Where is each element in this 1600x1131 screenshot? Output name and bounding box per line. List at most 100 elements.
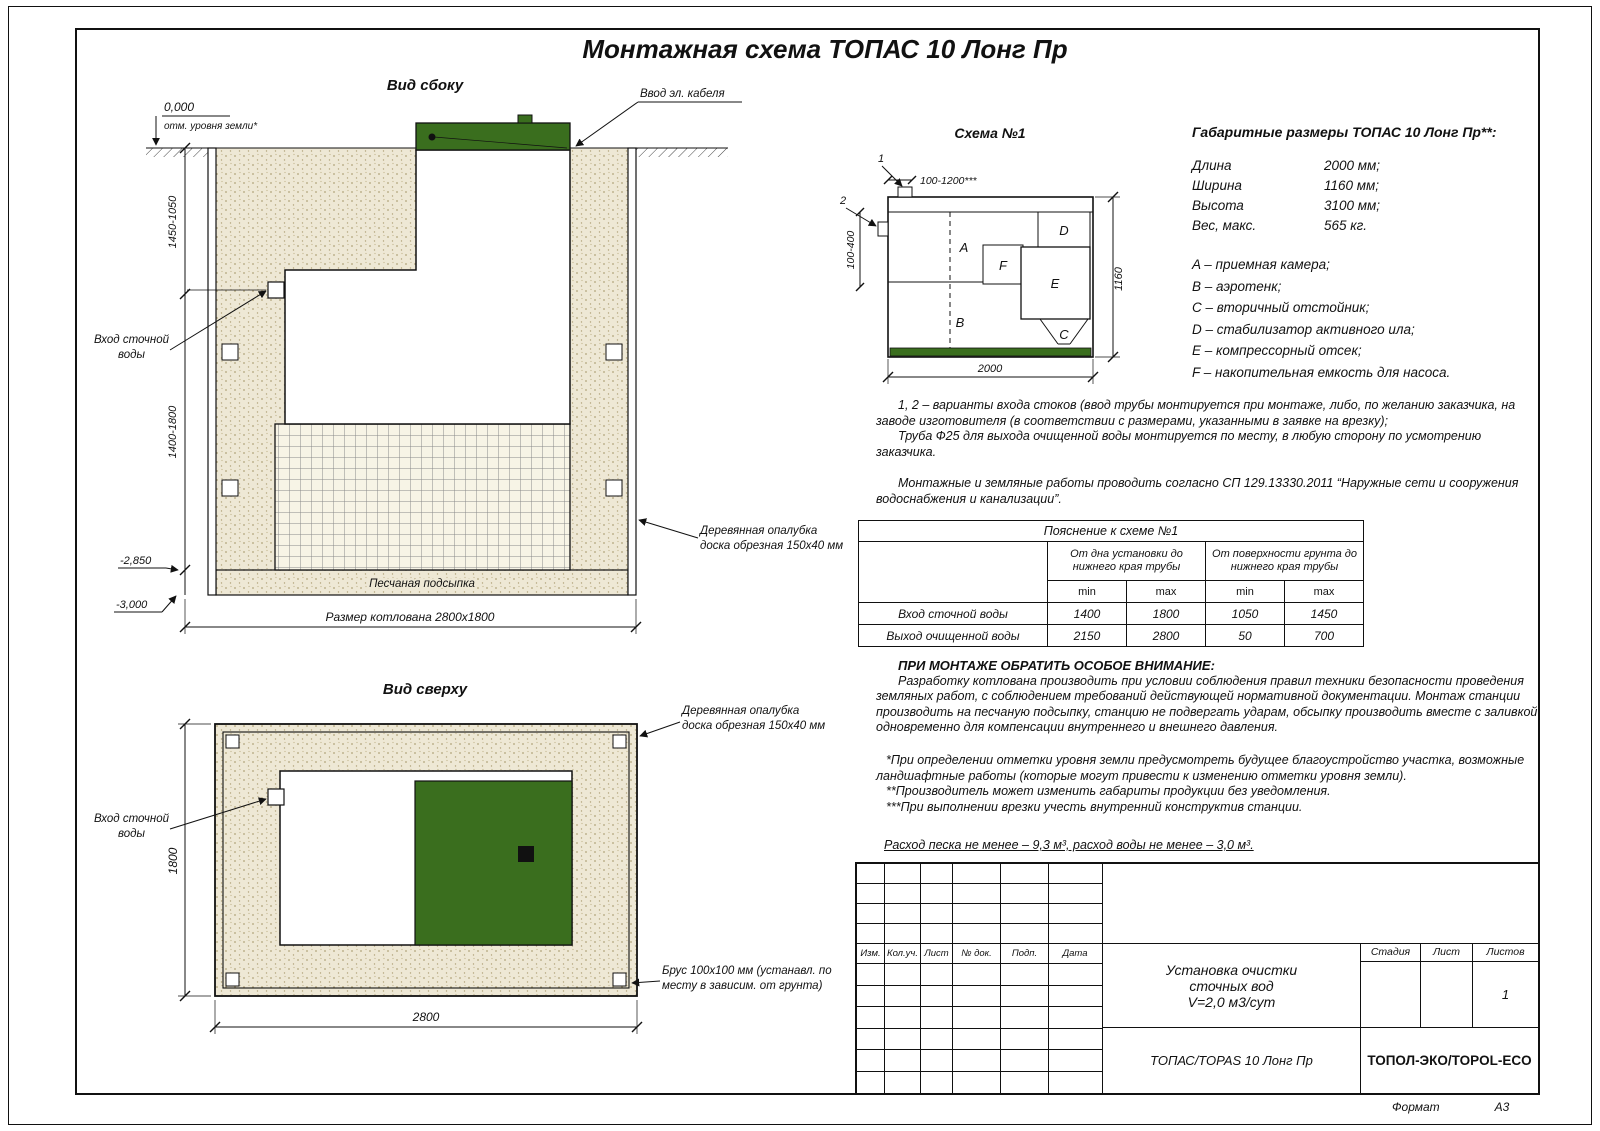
beam-label-l1: Брус 100x100 мм (устанавл. по — [662, 965, 832, 977]
cable-entry-text: Ввод эл. кабеля — [640, 88, 725, 100]
legend-item: C – вторичный отстойник; — [1192, 300, 1370, 315]
consumption-note: Расход песка не менее – 9,3 м³, расход в… — [884, 838, 1546, 854]
col-izm: Изм. — [857, 944, 885, 963]
dim-lower: 1400-1800 — [167, 405, 179, 458]
minmax-cell: max — [1284, 580, 1364, 603]
dim-value: 1160 мм; — [1324, 178, 1380, 193]
minmax-cell: min — [1047, 580, 1127, 603]
table-group-2: От поверхности грунта до нижнего края тр… — [1205, 541, 1364, 581]
corner-beams — [225, 734, 627, 987]
side-view-drawing: Вид сбоку 0,000 отм. у — [94, 77, 843, 634]
scheme-dim-1160: 1160 — [1095, 191, 1125, 363]
scheme-inlet-stub-2 — [877, 221, 889, 237]
unit-lower-section — [274, 423, 571, 571]
sp-note: Монтажные и земляные работы проводить со… — [876, 476, 1536, 507]
row-value: 1050 — [1205, 602, 1285, 625]
row-value: 2800 — [1126, 624, 1206, 647]
attention-block: ПРИ МОНТАЖЕ ОБРАТИТЬ ОСОБОЕ ВНИМАНИЕ: Ра… — [876, 658, 1538, 736]
legend-item: D – стабилизатор активного ила; — [1192, 321, 1415, 337]
dim-2000-text: 2000 — [977, 363, 1003, 375]
compartment-C: C — [1059, 327, 1069, 342]
grid-row — [857, 985, 1102, 1007]
formwork-label-l1: Деревянная опалубка — [698, 525, 817, 537]
level-minus-3000: -3,000 — [114, 595, 177, 613]
table-row: Выход очищенной воды 2150 2800 50 700 — [858, 624, 1364, 647]
marker-2-text: 2 — [839, 195, 846, 207]
formwork-wall-right — [627, 147, 637, 596]
scheme-inlet-stub-1 — [897, 186, 913, 198]
dim-value: 3100 мм; — [1324, 198, 1381, 213]
dim-row: Вес, макс. 565 кг. — [1192, 216, 1537, 236]
company-name: ТОПОЛ-ЭКО/TOPOL-ECO — [1367, 1053, 1532, 1068]
grid-row — [857, 924, 1102, 944]
pit-size-dimension: Размер котлована 2800x1800 — [179, 599, 642, 634]
compartment-D-box — [1037, 211, 1091, 248]
lid-hatch-square — [518, 846, 534, 862]
mark-3000-text: -3,000 — [116, 599, 148, 611]
dim-2800: 2800 — [209, 1000, 643, 1034]
row-value: 700 — [1284, 624, 1364, 647]
table-group-1: От дна установки до нижнего края трубы — [1047, 541, 1206, 581]
formwork-clamps — [221, 343, 623, 497]
footnotes-block: *При определении отметки уровня земли пр… — [876, 753, 1538, 815]
minmax-cell: max — [1126, 580, 1206, 603]
unit-lid — [415, 122, 571, 151]
dim-1160-text: 1160 — [1113, 266, 1125, 291]
compartment-legend: A – приемная камера; B – аэротенк; C – в… — [1192, 254, 1552, 383]
format-note: Формат А3 — [1392, 1100, 1509, 1114]
pit-size-text: Размер котлована 2800x1800 — [326, 610, 495, 624]
ground-line — [146, 147, 728, 157]
inlet-label-top: Вход сточной воды — [94, 797, 267, 840]
doc-title-l3: V=2,0 м3/сут — [1187, 993, 1276, 1010]
dim-label: Вес, макс. — [1192, 218, 1257, 233]
inlet-top-l2: воды — [118, 828, 146, 840]
scheme-dim-side: 100-400 — [845, 207, 865, 292]
grid-row — [857, 1050, 1102, 1072]
stage-value — [1361, 962, 1421, 1027]
stage-label: Стадия — [1361, 944, 1421, 961]
marker-1-text: 1 — [878, 153, 884, 165]
inlet-label-l2: воды — [118, 349, 146, 361]
legend-item: A – приемная камера; — [1192, 257, 1330, 272]
sheet-value — [1421, 962, 1473, 1027]
consumption-text: Расход песка не менее – 9,3 м³, расход в… — [884, 838, 1254, 852]
unit-lid-top — [414, 780, 573, 946]
dim-label: Ширина — [1192, 178, 1242, 193]
row-value: 1400 — [1047, 602, 1127, 625]
format-label: Формат — [1392, 1100, 1440, 1114]
grid-row — [857, 904, 1102, 924]
row-value: 1800 — [1126, 602, 1206, 625]
grid-row — [857, 864, 1102, 884]
inlet-label: Вход сточной воды — [94, 290, 267, 361]
compartment-B: B — [956, 315, 965, 330]
dim-1800: 1800 — [166, 718, 211, 1002]
dim-value: 565 кг. — [1324, 218, 1368, 233]
col-ndok: № док. — [953, 944, 1001, 963]
dim-side-text: 100-400 — [845, 231, 857, 270]
dim-top-text: 100-1200*** — [920, 175, 978, 187]
compartment-D: D — [1059, 223, 1068, 238]
document-title-cell: Установка очистки сточных вод V=2,0 м3/с… — [1103, 944, 1361, 1027]
formwork-top-l2: доска обрезная 150x40 мм — [682, 720, 825, 732]
grid-header-row: Изм. Кол.уч. Лист № док. Подп. Дата — [857, 944, 1102, 964]
table-row: Вход сточной воды 1400 1800 1050 1450 — [858, 602, 1364, 625]
attention-title: ПРИ МОНТАЖЕ ОБРАТИТЬ ОСОБОЕ ВНИМАНИЕ: — [898, 658, 1215, 673]
col-koluch: Кол.уч. — [885, 944, 921, 963]
compartment-F-box — [982, 244, 1024, 285]
dim-2800-text: 2800 — [412, 1010, 440, 1024]
compartment-E: E — [1051, 276, 1060, 291]
title-block-bottom: ТОПАС/TOPAS 10 Лонг Пр ТОПОЛ-ЭКО/TOPOL-E… — [1103, 1028, 1538, 1093]
dim-1800-text: 1800 — [166, 847, 180, 874]
row-value: 50 — [1205, 624, 1285, 647]
grid-row — [857, 1028, 1102, 1050]
col-list: Лист — [921, 944, 953, 963]
doc-title-l2: сточных вод — [1189, 977, 1274, 994]
scheme-marker-1: 1 — [878, 153, 903, 187]
formwork-label-l2: доска обрезная 150x40 мм — [700, 540, 843, 552]
dim-row: Ширина 1160 мм; — [1192, 176, 1537, 196]
format-value: А3 — [1494, 1100, 1510, 1114]
scheme-drawing: Схема №1 A B C D E F 1 100-1200*** — [839, 125, 1125, 384]
